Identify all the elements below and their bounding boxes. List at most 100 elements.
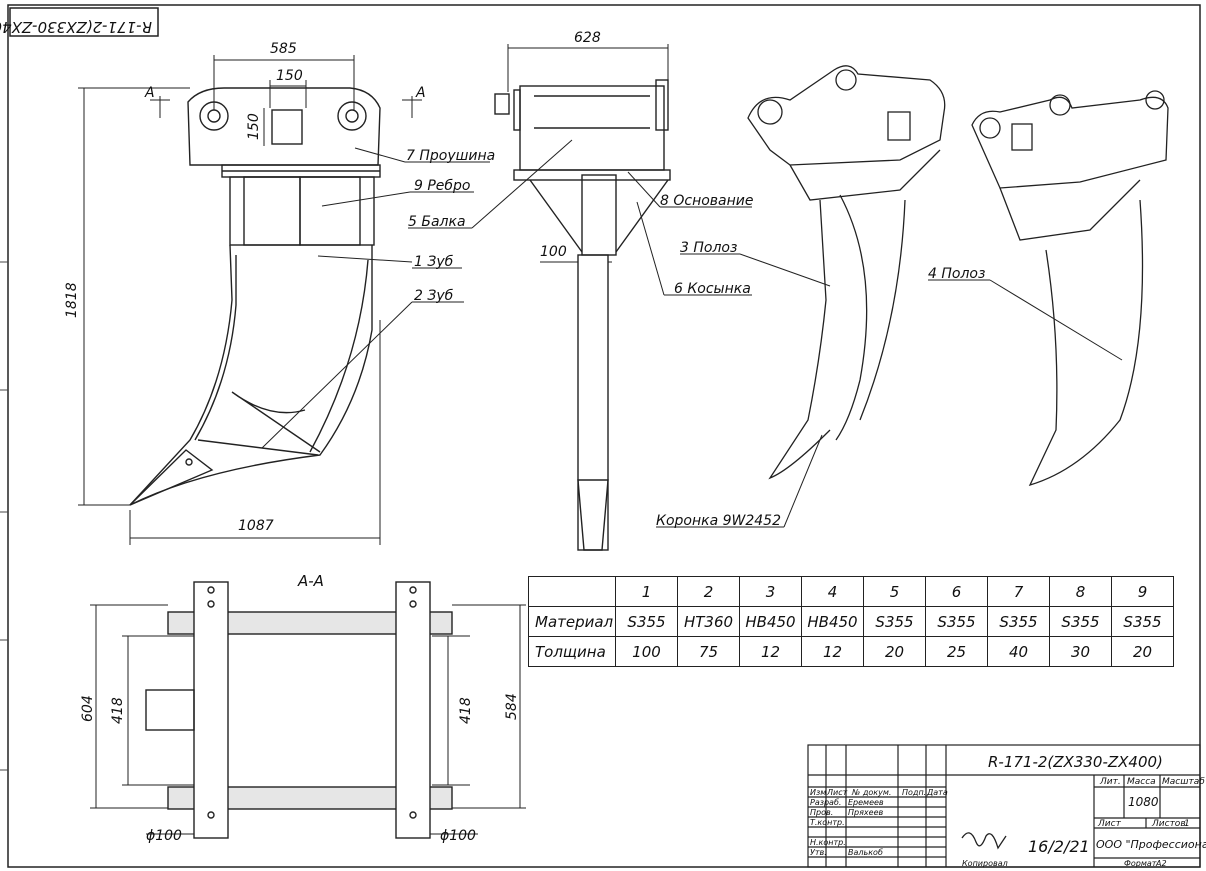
tb-format-value: A2	[1155, 859, 1167, 868]
spec-table: 1 2 3 4 5 6 7 8 9 Материал S355 HT360 HB…	[528, 576, 1174, 667]
front-dimensions	[78, 55, 422, 545]
callout-4: 4 Полоз	[928, 266, 985, 282]
spec-col-header: 3	[739, 576, 802, 607]
tb-format: Формат	[1124, 859, 1157, 868]
callout-9: 9 Ребро	[414, 178, 471, 194]
rotated-stamp: R-171-2(ZX330-ZX400)	[0, 7, 159, 37]
signature-mark	[961, 832, 1007, 850]
spec-table-header-row: 1 2 3 4 5 6 7 8 9	[528, 576, 1174, 607]
iso-view-1	[747, 65, 946, 480]
section-mark-right: А	[415, 85, 426, 101]
dim-phi100-right: ϕ100	[440, 828, 476, 844]
spec-table-corner	[528, 576, 616, 607]
tb-copied: Копировал	[962, 859, 1008, 868]
tb-company: ООО "Профессионал"	[1096, 838, 1206, 851]
spec-cell: 40	[987, 636, 1050, 667]
dim-418-right: 418	[458, 697, 474, 724]
section-view	[145, 581, 453, 839]
spec-cell: S355	[615, 606, 678, 637]
tb-col-list: Лист	[826, 788, 848, 797]
sheet-frame	[7, 4, 1201, 868]
callout-2: 2 Зуб	[414, 288, 454, 304]
dim-628: 628	[574, 30, 601, 46]
tb-mass: Масса	[1127, 777, 1156, 787]
side-view	[494, 79, 671, 551]
spec-cell: HB450	[801, 606, 864, 637]
tb-role-prov: Пров.	[810, 808, 833, 817]
spec-row-label: Толщина	[528, 636, 616, 667]
tb-name-razrab: Еремеев	[848, 798, 884, 807]
section-mark-left: А	[144, 85, 155, 101]
front-view	[129, 87, 381, 506]
dim-584: 584	[504, 693, 520, 720]
spec-cell: 25	[925, 636, 988, 667]
spec-cell: HT360	[677, 606, 740, 637]
spec-cell: S355	[987, 606, 1050, 637]
dim-150-width: 150	[276, 68, 303, 84]
tb-scale: Масштаб	[1162, 777, 1205, 787]
tb-sheet: Лист	[1097, 819, 1122, 829]
callout-5: 5 Балка	[408, 214, 466, 230]
callout-8: 8 Основание	[660, 193, 754, 209]
dim-418-left: 418	[110, 697, 126, 724]
tb-col-doc: № докум.	[851, 788, 891, 797]
spec-col-header: 8	[1049, 576, 1112, 607]
tb-role-razrab: Разраб.	[810, 798, 841, 807]
spec-cell: S355	[925, 606, 988, 637]
stamp-text: R-171-2(ZX330-ZX400)	[0, 18, 152, 36]
spec-col-header: 2	[677, 576, 740, 607]
tb-signature-date: 16/2/21	[1028, 837, 1090, 856]
iso-view-2	[971, 90, 1169, 487]
dim-1818: 1818	[64, 282, 80, 318]
tb-role-nkontr: Н.контр.	[810, 838, 846, 847]
spec-cell: 75	[677, 636, 740, 667]
side-dimensions	[507, 44, 669, 263]
spec-cell: 20	[863, 636, 926, 667]
title-block	[807, 744, 1201, 868]
spec-col-header: 1	[615, 576, 678, 607]
callout-3: 3 Полоз	[680, 240, 737, 256]
spec-cell: 12	[801, 636, 864, 667]
tb-col-date: Дата	[926, 788, 948, 797]
callout-7: 7 Проушина	[406, 148, 495, 164]
section-dimensions	[90, 604, 526, 835]
tb-name-utv: Валькоб	[848, 848, 883, 857]
spec-col-header: 6	[925, 576, 988, 607]
callout-tip: Коронка 9W2452	[656, 513, 781, 529]
spec-cell: 12	[739, 636, 802, 667]
tb-role-tkontr: Т.контр.	[810, 818, 845, 827]
spec-cell: S355	[1111, 606, 1174, 637]
callout-1: 1 Зуб	[414, 254, 454, 270]
dim-100: 100	[540, 244, 567, 260]
dim-1087: 1087	[238, 518, 274, 534]
dim-604: 604	[80, 695, 96, 722]
tb-name-prov: Пряхеев	[848, 808, 883, 817]
spec-cell: 20	[1111, 636, 1174, 667]
spec-cell: S355	[863, 606, 926, 637]
spec-row-label: Материал	[528, 606, 616, 637]
tb-mass-value: 1080	[1128, 795, 1159, 809]
tb-lit: Лит.	[1099, 777, 1121, 787]
callout-leaders	[261, 139, 1123, 528]
section-title: А-А	[297, 572, 324, 590]
spec-table-row-material: Материал S355 HT360 HB450 HB450 S355 S35…	[528, 606, 1174, 637]
tb-col-sign: Подп.	[902, 788, 926, 797]
dim-150-height: 150	[246, 113, 262, 140]
spec-col-header: 9	[1111, 576, 1174, 607]
spec-col-header: 5	[863, 576, 926, 607]
spec-cell: 30	[1049, 636, 1112, 667]
dim-585: 585	[270, 41, 297, 57]
callout-6: 6 Косынка	[674, 281, 751, 297]
spec-cell: 100	[615, 636, 678, 667]
spec-col-header: 7	[987, 576, 1050, 607]
tb-sheets-value: 1	[1184, 819, 1190, 829]
spec-col-header: 4	[801, 576, 864, 607]
tb-role-utv: Утв.	[810, 848, 827, 857]
tb-col-izm: Изм	[810, 788, 826, 797]
spec-cell: HB450	[739, 606, 802, 637]
dim-phi100-left: ϕ100	[146, 828, 182, 844]
spec-cell: S355	[1049, 606, 1112, 637]
tb-sheets: Листов	[1151, 819, 1186, 829]
